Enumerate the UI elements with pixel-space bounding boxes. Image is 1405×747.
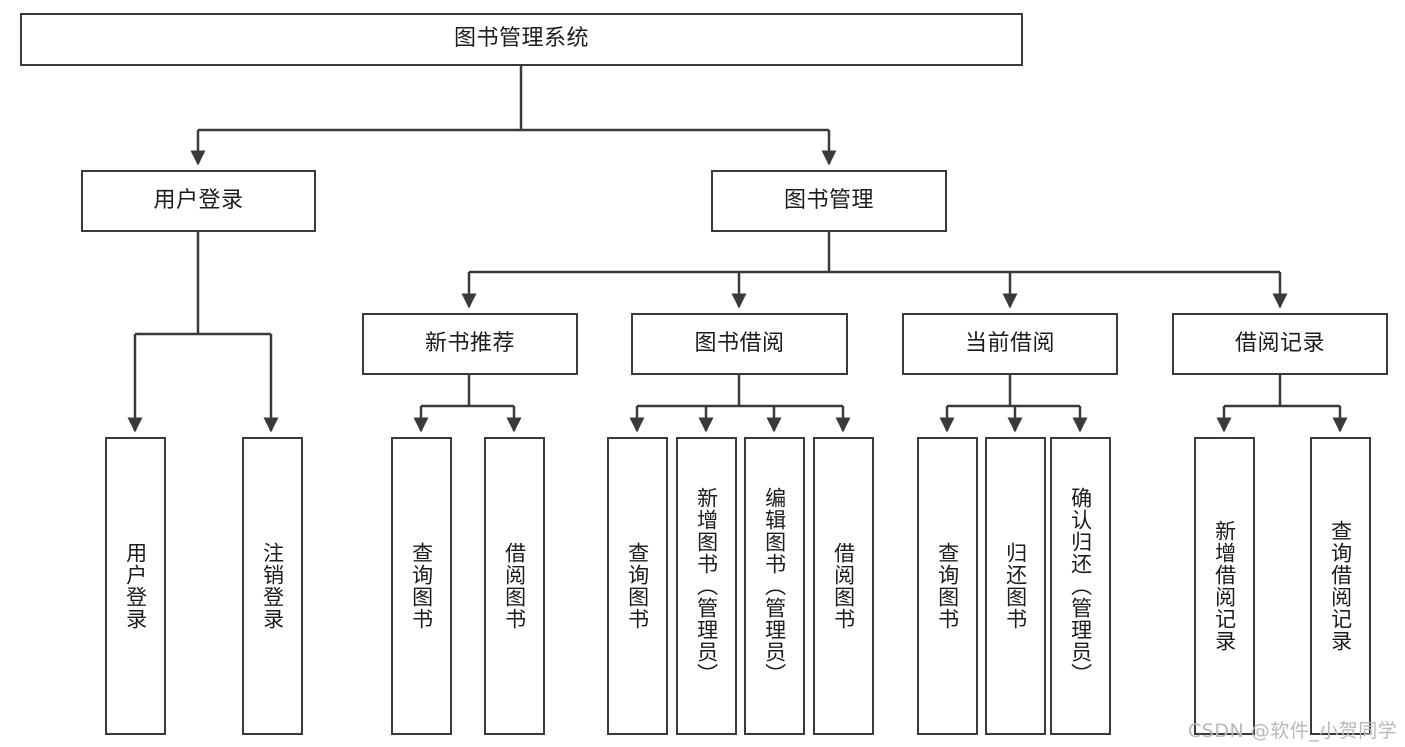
leaf-record-query-label: 查询借阅记录 [1328, 520, 1353, 652]
leaf-borrow-borrow-book[interactable]: 借阅图书 [813, 437, 874, 735]
leaf-user-login-signout-label: 注销登录 [260, 542, 285, 630]
leaf-user-login-signout[interactable]: 注销登录 [242, 437, 303, 735]
leaf-borrow-edit-book-label: 编辑图书（管理员） [762, 487, 787, 685]
leaf-borrow-query-book-label: 查询图书 [625, 542, 650, 630]
node-new-book-recommend[interactable]: 新书推荐 [362, 313, 578, 375]
node-book-manage[interactable]: 图书管理 [711, 170, 947, 232]
leaf-new-book-borrow-label: 借阅图书 [502, 542, 527, 630]
leaf-borrow-edit-book[interactable]: 编辑图书（管理员） [744, 437, 805, 735]
node-borrow-record[interactable]: 借阅记录 [1172, 313, 1388, 375]
leaf-new-book-query-label: 查询图书 [409, 542, 434, 630]
leaf-borrow-query-book[interactable]: 查询图书 [607, 437, 668, 735]
node-root-label: 图书管理系统 [453, 26, 589, 52]
leaf-borrow-add-book-label: 新增图书（管理员） [694, 487, 719, 685]
leaf-user-login-signin-label: 用户登录 [123, 542, 148, 630]
leaf-current-return-book-label: 归还图书 [1003, 542, 1028, 630]
leaf-current-confirm-return[interactable]: 确认归还（管理员） [1050, 437, 1111, 735]
node-book-borrow[interactable]: 图书借阅 [631, 313, 848, 375]
node-user-login[interactable]: 用户登录 [81, 170, 316, 232]
node-current-borrow[interactable]: 当前借阅 [902, 313, 1118, 375]
node-user-login-label: 用户登录 [153, 187, 244, 213]
leaf-new-book-query[interactable]: 查询图书 [391, 437, 452, 735]
leaf-new-book-borrow[interactable]: 借阅图书 [484, 437, 545, 735]
leaf-user-login-signin[interactable]: 用户登录 [105, 437, 166, 735]
csdn-watermark: CSDN @软件_小贺同学 [1188, 720, 1398, 742]
node-book-manage-label: 图书管理 [783, 187, 874, 213]
node-root[interactable]: 图书管理系统 [20, 13, 1023, 66]
node-current-borrow-label: 当前借阅 [964, 330, 1055, 356]
leaf-current-query-book-label: 查询图书 [935, 542, 960, 630]
leaf-current-query-book[interactable]: 查询图书 [917, 437, 978, 735]
node-borrow-record-label: 借阅记录 [1234, 330, 1325, 356]
node-book-borrow-label: 图书借阅 [694, 330, 785, 356]
node-new-book-recommend-label: 新书推荐 [424, 330, 515, 356]
leaf-current-return-book[interactable]: 归还图书 [985, 437, 1046, 735]
leaf-record-add-label: 新增借阅记录 [1212, 520, 1237, 652]
leaf-borrow-borrow-book-label: 借阅图书 [831, 542, 856, 630]
leaf-record-query[interactable]: 查询借阅记录 [1310, 437, 1371, 735]
leaf-borrow-add-book[interactable]: 新增图书（管理员） [676, 437, 737, 735]
leaf-current-confirm-return-label: 确认归还（管理员） [1068, 487, 1093, 685]
leaf-record-add[interactable]: 新增借阅记录 [1194, 437, 1255, 735]
